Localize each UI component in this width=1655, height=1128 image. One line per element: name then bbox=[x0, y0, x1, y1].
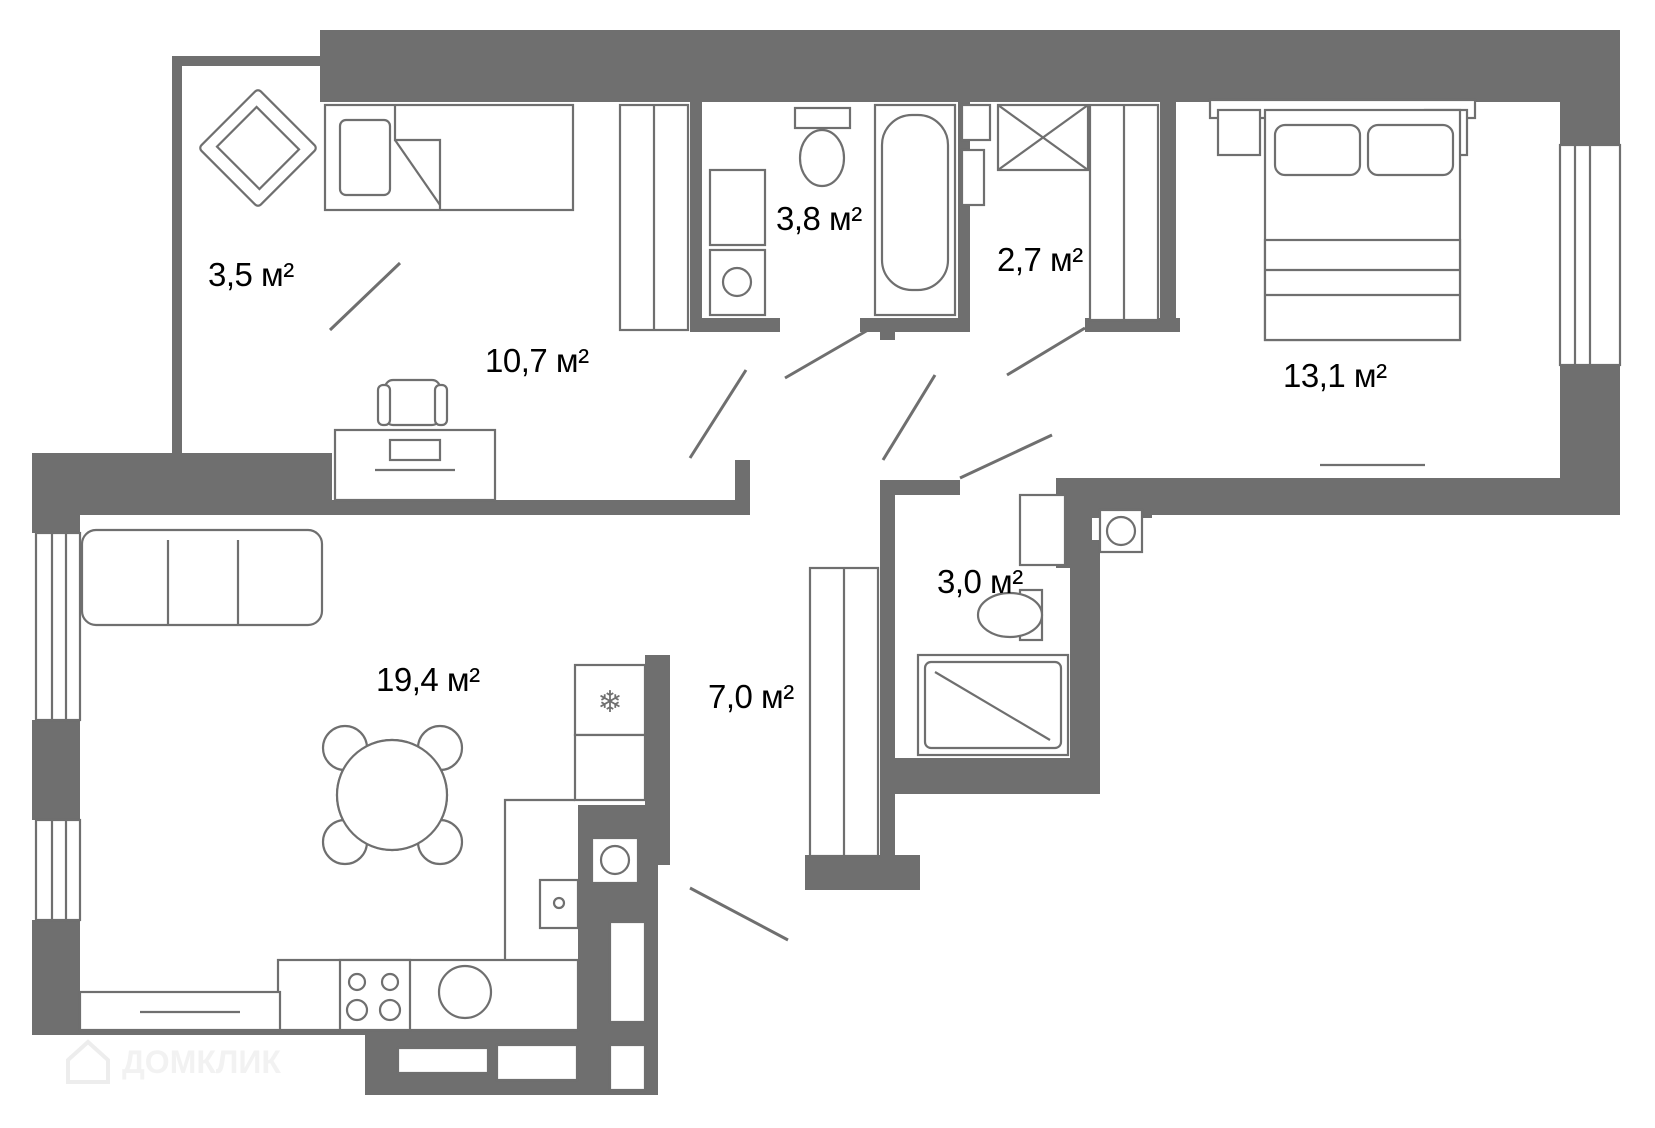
living-kitchen-area-label: 19,4 м² bbox=[376, 661, 480, 698]
toilet-area-label: 3,0 м² bbox=[937, 563, 1023, 600]
wardrobe-area-label: 2,7 м² bbox=[997, 241, 1083, 278]
bathroom-area-label: 3,8 м² bbox=[776, 200, 862, 237]
sink-icon bbox=[960, 103, 992, 207]
master-bedroom-area-label: 13,1 м² bbox=[1283, 357, 1387, 394]
double-bed-icon bbox=[1208, 98, 1477, 342]
small-bedroom-area-label: 10,7 м² bbox=[485, 342, 589, 379]
toilet-icon bbox=[793, 106, 852, 188]
doors bbox=[328, 261, 1086, 942]
sofa-icon bbox=[80, 528, 324, 627]
desk-icon bbox=[333, 428, 497, 502]
watermark: ДОМКЛИК bbox=[62, 1036, 281, 1088]
water-heater-icon bbox=[1098, 508, 1144, 554]
boiler-icon bbox=[538, 836, 640, 930]
svg-text:❄: ❄ bbox=[597, 685, 622, 720]
washing-machine-icon bbox=[708, 168, 767, 317]
shelf-icon bbox=[996, 103, 1090, 172]
wardrobe-icon bbox=[618, 103, 690, 332]
utility-icons bbox=[396, 920, 647, 1092]
bathtub-icon bbox=[873, 103, 957, 317]
balcony-area-label: 3,5 м² bbox=[208, 256, 294, 293]
stove-icon bbox=[338, 958, 412, 1032]
shower-icon bbox=[916, 653, 1070, 757]
wardrobe-icon bbox=[1088, 103, 1160, 322]
wardrobe-icon bbox=[808, 566, 880, 858]
kitchen-counter bbox=[78, 733, 647, 1032]
chair-icon bbox=[376, 378, 449, 427]
armchair-icon bbox=[199, 89, 317, 207]
hallway-area-label: 7,0 м² bbox=[708, 678, 794, 715]
windows bbox=[34, 143, 1622, 922]
watermark-text: ДОМКЛИК bbox=[122, 1043, 281, 1080]
house-icon bbox=[66, 1039, 110, 1084]
fridge-icon: ❄ bbox=[573, 663, 647, 737]
sink-icon bbox=[437, 964, 493, 1020]
sink-icon bbox=[1018, 493, 1067, 567]
dining-table-icon bbox=[321, 724, 464, 866]
single-bed-icon bbox=[323, 103, 575, 212]
toilet-icon bbox=[976, 588, 1044, 642]
